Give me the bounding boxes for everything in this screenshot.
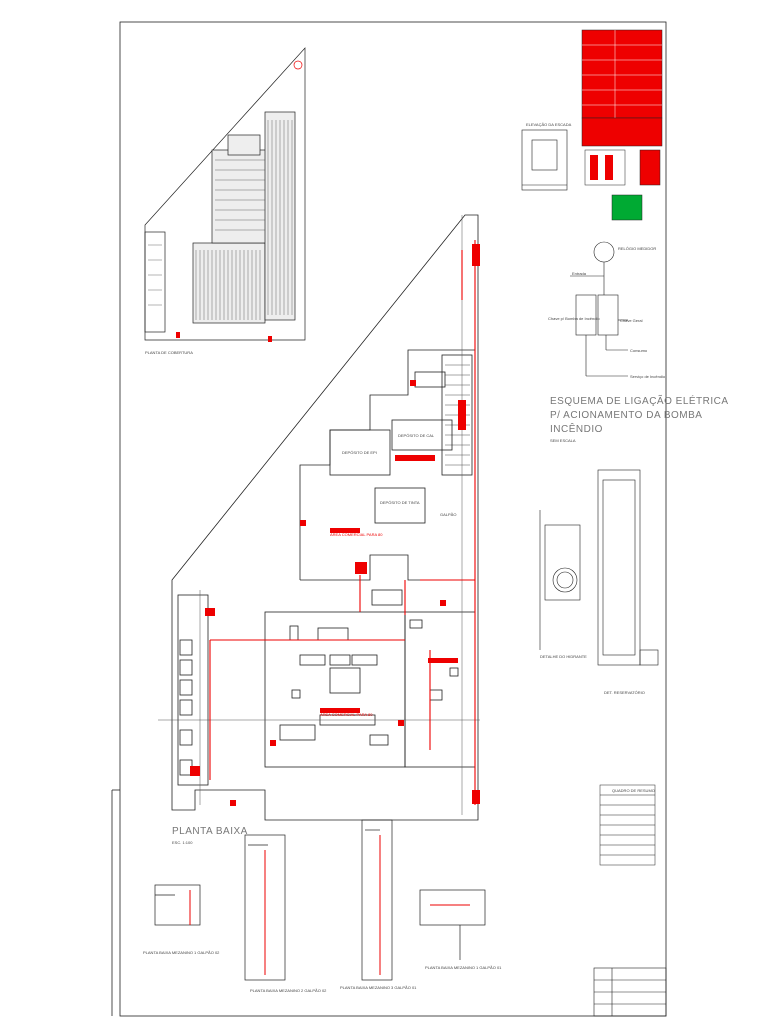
roof-plan-title: PLANTA DE COBERTURA: [145, 350, 193, 355]
reservoir-detail-title: DET. RESERVATÓRIO: [604, 690, 645, 695]
stair-elevation: [521, 129, 568, 191]
fire-lines: [209, 240, 476, 805]
mezzanine-1-title: PLANTA BAIXA MEZANINO 1 GALPÃO 02: [143, 950, 220, 955]
mezzanine-2-title: PLANTA BAIXA MEZANINO 2 GALPÃO 02: [250, 988, 327, 993]
schematic-title-1: ESQUEMA DE LIGAÇÃO ELÉTRICA: [550, 396, 729, 407]
schematic-servico: Serviço de Incêndio: [630, 374, 666, 379]
schematic-entrada: Entrada: [572, 271, 587, 276]
mezzanine-3-title: PLANTA BAIXA MEZANINO 3 GALPÃO 01: [340, 985, 417, 990]
schematic-scale: SEM ESCALA: [550, 438, 576, 443]
room-label-1: DEPÓSITO DE CAL: [398, 433, 435, 438]
hydrant-detail-title: DETALHE DO HIDRANTE: [540, 654, 587, 659]
mezzanine-4-title: PLANTA BAIXA MEZANINO 1 GALPÃO 01: [425, 965, 502, 970]
area-label-2: ÁREA COMERCIAL PARA 80: [320, 712, 373, 717]
bottom-title-block: [593, 967, 667, 1017]
roof-plan: [144, 47, 306, 342]
main-plan-title: PLANTA BAIXA: [172, 826, 248, 837]
room-label-4: GALPÃO: [440, 512, 457, 517]
sheet-border: [111, 21, 667, 1017]
stair-elevation-title: ELEVAÇÃO DA ESCADA: [526, 122, 572, 127]
summary-table-title: QUADRO DE RESUMO: [612, 788, 655, 793]
schematic-title-2: P/ ACIONAMENTO DA BOMBA: [550, 410, 703, 421]
schematic-bomba: Chave p/ Bomba de Incêndio: [548, 316, 600, 321]
summary-table: [599, 784, 656, 866]
schematic-title-3: INCÊNDIO: [550, 424, 603, 435]
hydrant-detail: [539, 510, 581, 650]
mezzanine-red: [189, 835, 470, 975]
area-label-1: ÁREA COMERCIAL PARA 80: [330, 532, 383, 537]
title-block: [581, 29, 663, 221]
room-label-2: DEPÓSITO DE TINTA: [380, 500, 420, 505]
wiring-schematic: [570, 241, 628, 377]
schematic-chave-geral: Chave Geral: [620, 318, 643, 323]
reservoir-detail: [597, 469, 659, 666]
room-label-3: DEPÓSITO DE EPI: [342, 450, 377, 455]
schematic-consumo: Consumo: [630, 348, 648, 353]
mezzanine-plans: [154, 819, 486, 981]
main-plan-scale: ESC. 1:100: [172, 840, 193, 845]
fire-markers: [190, 244, 480, 806]
schematic-meter: RELÓGIO MEDIDOR: [618, 246, 657, 251]
